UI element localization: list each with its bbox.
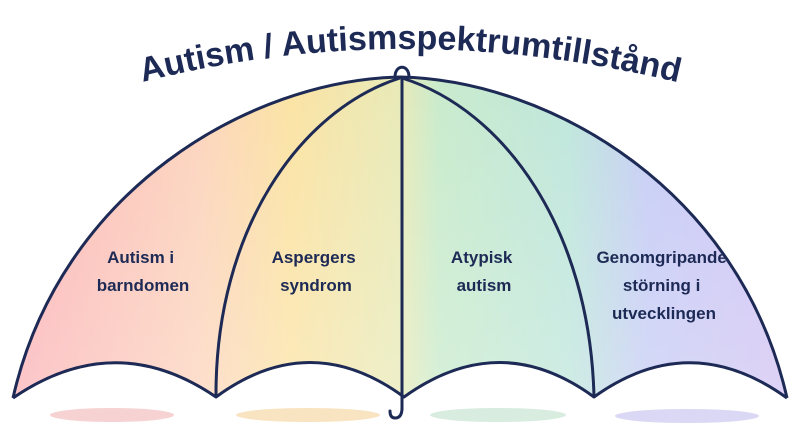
umbrella-rib-right	[401, 76, 596, 398]
umbrella-rib-left	[214, 76, 401, 398]
umbrella-handle	[388, 406, 404, 420]
umbrella-canopy-outline	[11, 75, 789, 399]
umbrella-scalloped-edge	[12, 361, 788, 400]
segment-label-4: Genomgripande störning i utvecklingen	[596, 248, 731, 323]
segment-label-line: Genomgripande	[596, 248, 726, 267]
segment-label-line: autism	[457, 276, 512, 295]
segment-label-line: Aspergers	[272, 248, 356, 267]
segment-label-1: Autism i barndomen	[97, 248, 190, 295]
segment-shadow	[615, 409, 759, 423]
segment-label-line: Atypisk	[451, 248, 513, 267]
segment-label-line: Autism i	[107, 248, 174, 267]
segment-label-line: störning i	[623, 276, 700, 295]
segment-shadow	[50, 408, 174, 422]
segment-shadow	[430, 408, 566, 422]
segment-label-3: Atypisk autism	[451, 248, 517, 295]
segment-label-2: Aspergers syndrom	[272, 248, 361, 295]
umbrella-top-knob	[393, 65, 411, 79]
segment-label-line: barndomen	[97, 276, 190, 295]
segment-shadow	[236, 408, 380, 422]
segment-label-line: syndrom	[280, 276, 352, 295]
segment-label-line: utvecklingen	[612, 304, 716, 323]
